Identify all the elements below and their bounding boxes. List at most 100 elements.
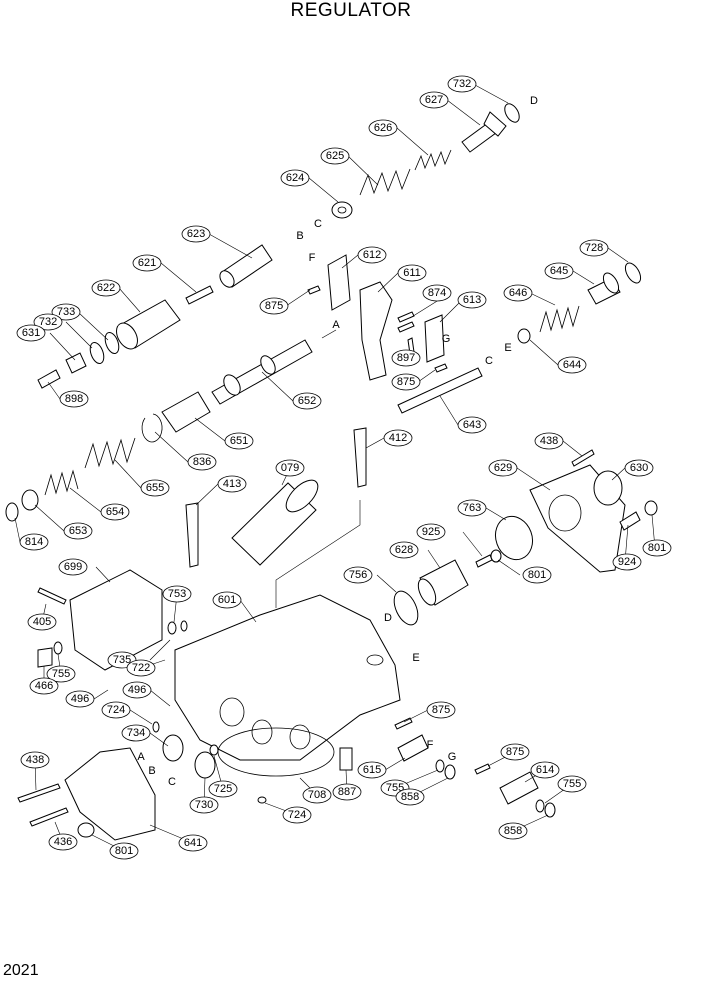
callout-644: 644 [557, 356, 587, 374]
callout-858-mid: 858 [395, 788, 425, 806]
callout-814: 814 [19, 533, 49, 551]
page-number: 2021 [3, 962, 39, 979]
callout-875-b: 875 [391, 373, 421, 391]
callout-801-bottom: 801 [109, 842, 139, 860]
svg-text:734: 734 [127, 727, 145, 739]
letter-F-bottom: F [427, 739, 434, 751]
svg-text:801: 801 [648, 542, 666, 554]
svg-text:699: 699 [64, 561, 82, 573]
callout-733: 733 [51, 303, 81, 321]
svg-text:836: 836 [193, 456, 211, 468]
callout-755-right: 755 [557, 775, 587, 793]
callout-630: 630 [624, 459, 654, 477]
callout-079: 079 [275, 459, 305, 477]
svg-text:621: 621 [138, 257, 156, 269]
callout-624: 624 [280, 169, 310, 187]
svg-text:755: 755 [52, 668, 70, 680]
callout-625: 625 [320, 147, 350, 165]
svg-text:496: 496 [71, 693, 89, 705]
callout-924: 924 [612, 553, 642, 571]
svg-text:858: 858 [401, 791, 419, 803]
svg-text:623: 623 [187, 228, 205, 240]
svg-text:924: 924 [618, 556, 636, 568]
svg-text:645: 645 [550, 265, 568, 277]
callout-897: 897 [391, 349, 421, 367]
svg-text:412: 412 [389, 432, 407, 444]
svg-text:624: 624 [286, 172, 304, 184]
callout-413: 413 [217, 475, 247, 493]
svg-text:615: 615 [363, 764, 381, 776]
svg-text:755: 755 [386, 782, 404, 794]
callout-614: 614 [530, 761, 560, 779]
svg-text:611: 611 [403, 267, 421, 279]
letter-B-top: B [296, 230, 303, 242]
letter-C-bottom: C [168, 776, 176, 788]
svg-text:725: 725 [214, 783, 232, 795]
callout-412: 412 [383, 429, 413, 447]
letter-D-mid: D [384, 612, 392, 624]
callout-724-a: 724 [101, 701, 131, 719]
callout-725: 725 [208, 780, 238, 798]
letter-D-top: D [530, 95, 538, 107]
letter-B-bottom: B [148, 765, 155, 777]
svg-text:079: 079 [281, 462, 299, 474]
svg-text:653: 653 [69, 525, 87, 537]
svg-text:858: 858 [504, 825, 522, 837]
svg-text:722: 722 [132, 662, 150, 674]
svg-text:732: 732 [453, 78, 471, 90]
callout-466: 466 [29, 677, 59, 695]
letter-F-top: F [309, 252, 316, 264]
svg-text:643: 643 [463, 419, 481, 431]
callout-405: 405 [27, 613, 57, 631]
svg-text:601: 601 [218, 594, 236, 606]
svg-text:496: 496 [128, 684, 146, 696]
svg-text:897: 897 [397, 352, 415, 364]
svg-text:655: 655 [146, 482, 164, 494]
callout-755-mid: 755 [380, 779, 410, 797]
svg-text:622: 622 [97, 282, 115, 294]
svg-text:874: 874 [428, 287, 446, 299]
callout-651: 651 [224, 432, 254, 450]
callout-763: 763 [457, 499, 487, 517]
svg-text:641: 641 [184, 837, 202, 849]
callout-858-right: 858 [498, 822, 528, 840]
callout-898: 898 [59, 390, 89, 408]
svg-text:652: 652 [298, 395, 316, 407]
callout-622: 622 [91, 279, 121, 297]
callout-875-d: 875 [500, 743, 530, 761]
callout-646: 646 [503, 284, 533, 302]
svg-text:724: 724 [288, 809, 306, 821]
svg-text:629: 629 [494, 462, 512, 474]
svg-text:466: 466 [35, 680, 53, 692]
callout-labels: 732 627 626 625 624 623 621 622 733 732 … [16, 75, 672, 860]
svg-text:405: 405 [33, 616, 51, 628]
callout-612: 612 [357, 246, 387, 264]
callout-628: 628 [389, 541, 419, 559]
svg-text:626: 626 [374, 122, 392, 134]
connection-letters: D C B F A G E C D E A B C F G [137, 95, 538, 788]
callout-728: 728 [579, 239, 609, 257]
svg-text:612: 612 [363, 249, 381, 261]
svg-text:646: 646 [509, 287, 527, 299]
callout-652: 652 [292, 392, 322, 410]
svg-text:436: 436 [54, 836, 72, 848]
callout-708: 708 [302, 786, 332, 804]
callout-601: 601 [212, 591, 242, 609]
parts-drawing [5, 103, 658, 841]
callout-925: 925 [416, 523, 446, 541]
callout-732-left: 732 [33, 313, 63, 331]
callout-654: 654 [100, 503, 130, 521]
svg-text:724: 724 [107, 704, 125, 716]
svg-text:732: 732 [39, 316, 57, 328]
callout-801-right: 801 [642, 539, 672, 557]
callout-631: 631 [16, 324, 46, 342]
svg-text:628: 628 [395, 544, 413, 556]
letter-C-mid: C [485, 355, 493, 367]
callout-699: 699 [58, 558, 88, 576]
callout-438-left: 438 [20, 751, 50, 769]
svg-text:438: 438 [26, 754, 44, 766]
svg-text:614: 614 [536, 764, 554, 776]
svg-text:728: 728 [585, 242, 603, 254]
leader-lines [14, 84, 656, 852]
